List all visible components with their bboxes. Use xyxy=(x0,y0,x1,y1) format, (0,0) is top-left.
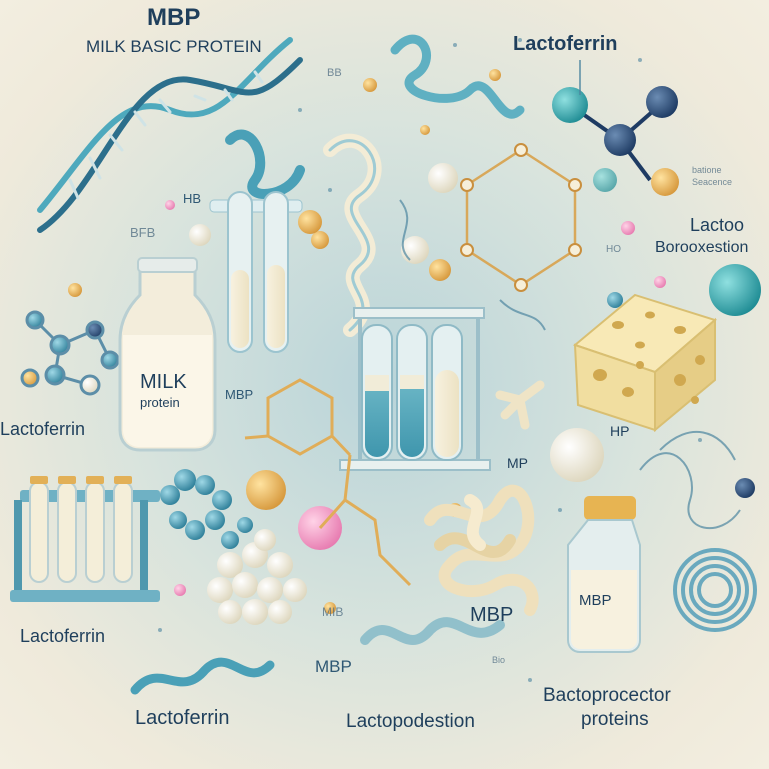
label-lactoferrin-bottom: Lactoferrin xyxy=(135,707,230,729)
label-bactopropector-1: Bactoprocector xyxy=(543,685,671,706)
label-mib: MIB xyxy=(322,605,344,619)
bottle-label-protein: protein xyxy=(140,395,180,410)
protein-ribbon-top xyxy=(130,34,525,695)
test-tube-rack-left xyxy=(10,476,160,602)
molecule-chain-top-right xyxy=(552,86,679,196)
jar-label-mbp: MBP xyxy=(579,592,612,609)
label-mbp-mid: MBP xyxy=(225,387,254,402)
label-bio: Bio xyxy=(492,655,506,665)
label-mbp-center: MBP xyxy=(470,604,514,626)
label-bactopropector-2: proteins xyxy=(581,709,649,730)
test-tube-rack-center xyxy=(339,307,491,471)
label-hp: HP xyxy=(610,423,630,439)
label-mbp-bottom: MBP xyxy=(315,657,352,676)
branched-molecule xyxy=(495,380,545,430)
label-borooxestion: Borooxestion xyxy=(655,239,749,256)
protein-jar xyxy=(567,496,641,653)
wispy-strands xyxy=(399,60,741,529)
label-bb-top: BB xyxy=(327,67,342,79)
floating-spheres xyxy=(68,69,761,614)
label-ho: HO xyxy=(606,244,621,255)
molecule-cluster-left xyxy=(20,310,120,396)
sparkle-dots xyxy=(158,38,702,682)
label-hb: HB xyxy=(183,191,202,206)
dna-helix xyxy=(37,37,303,233)
milk-bottle xyxy=(118,257,217,452)
label-lactoferrin-bottom-left: Lactoferrin xyxy=(20,626,106,646)
label-lactoferrin-top: Lactoferrin xyxy=(513,33,618,55)
folded-protein-cluster xyxy=(424,484,539,616)
label-bfb: BFB xyxy=(130,225,156,240)
bead-chain xyxy=(160,469,253,549)
cheese-block xyxy=(572,293,718,433)
subtitle-milk-basic-protein: MILK BASIC PROTEIN xyxy=(86,37,262,56)
pearl-cluster xyxy=(207,529,307,625)
label-lactoo: Lactoo xyxy=(690,215,745,235)
coil-spiral xyxy=(673,548,757,632)
title-mbp: MBP xyxy=(147,4,201,31)
hexagon-molecule-top xyxy=(460,143,582,292)
test-tube-pair xyxy=(209,191,303,353)
label-lactoferrin-left: Lactoferrin xyxy=(0,419,86,439)
label-lactopodestion: Lactopodestion xyxy=(346,711,475,732)
hexagon-molecule-center xyxy=(244,378,412,587)
label-bation-2: Seacence xyxy=(692,177,733,187)
label-mp: MP xyxy=(507,455,528,471)
label-bation-1: batione xyxy=(692,165,722,175)
bottle-label-milk: MILK xyxy=(140,371,187,393)
